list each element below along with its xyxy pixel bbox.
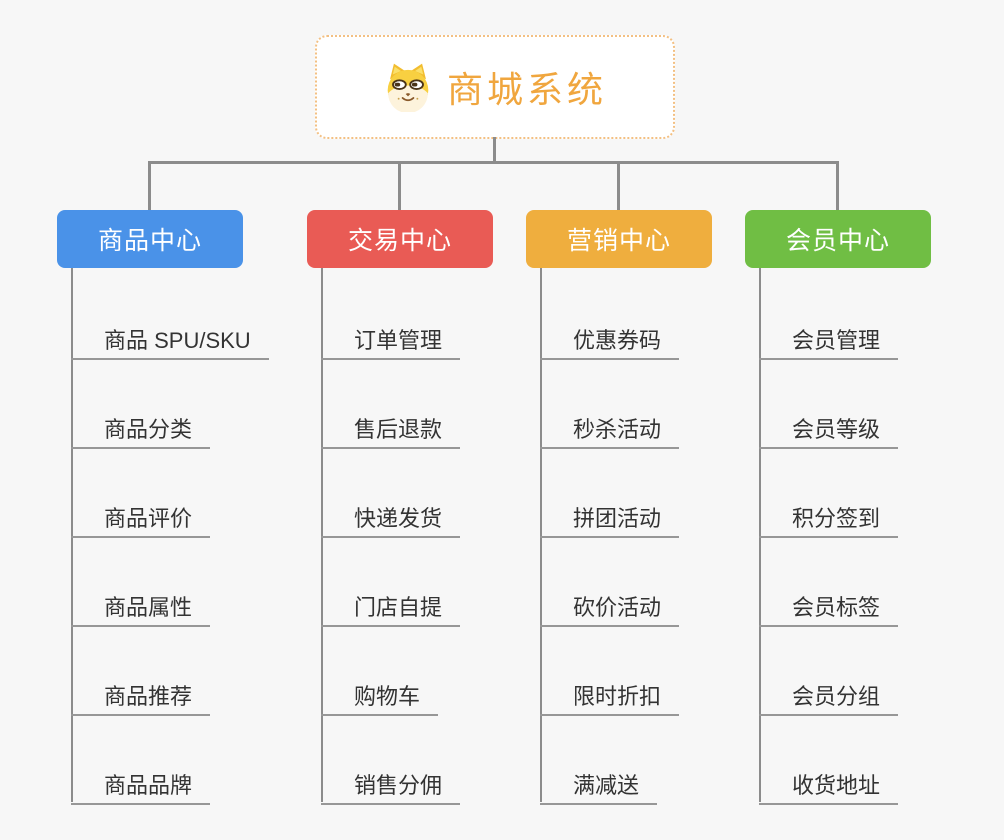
child-item[interactable]: 订单管理 [321,315,461,360]
child-item[interactable]: 会员标签 [759,582,899,627]
branch-column-marketing: 营销中心 优惠券码 秒杀活动 拼团活动 砍价活动 限时折扣 满减送 [526,0,800,840]
branch-node-marketing[interactable]: 营销中心 [526,210,712,268]
child-item[interactable]: 门店自提 [321,582,461,627]
child-item[interactable]: 商品 SPU/SKU [71,315,269,360]
branch-label: 商品中心 [97,227,202,255]
connector-trunk-4 [759,268,761,802]
child-item[interactable]: 拼团活动 [540,493,680,538]
branch-node-members[interactable]: 会员中心 [745,210,931,268]
child-item[interactable]: 商品品牌 [71,760,211,805]
child-item[interactable]: 销售分佣 [321,760,461,805]
child-item[interactable]: 满减送 [540,760,658,805]
child-item[interactable]: 快递发货 [321,493,461,538]
branch-node-products[interactable]: 商品中心 [57,210,243,268]
branch-column-members: 会员中心 会员管理 会员等级 积分签到 会员标签 会员分组 收货地址 [745,0,1004,840]
branch-label: 会员中心 [785,227,890,255]
doge-icon [387,63,429,112]
root-title: 商城系统 [446,69,607,110]
root-node[interactable]: 商城系统 [315,35,675,139]
connector-rail [149,161,839,164]
child-item[interactable]: 商品评价 [71,493,211,538]
child-item[interactable]: 收货地址 [759,760,899,805]
child-item[interactable]: 限时折扣 [540,671,680,716]
child-item[interactable]: 商品推荐 [71,671,211,716]
child-item[interactable]: 商品分类 [71,404,211,449]
branch-label: 营销中心 [566,227,671,255]
child-item[interactable]: 会员等级 [759,404,899,449]
connector-root-stub [493,137,496,163]
child-item[interactable]: 商品属性 [71,582,211,627]
branch-label: 交易中心 [347,227,452,255]
branch-column-trade: 交易中心 订单管理 售后退款 快递发货 门店自提 购物车 销售分佣 [307,0,581,840]
connector-trunk-3 [540,268,542,802]
child-item[interactable]: 积分签到 [759,493,899,538]
connector-trunk-2 [321,268,323,802]
connector-stub-4 [836,161,839,210]
connector-trunk-1 [71,268,73,802]
child-item[interactable]: 购物车 [321,671,439,716]
branch-node-trade[interactable]: 交易中心 [307,210,493,268]
child-item[interactable]: 优惠券码 [540,315,680,360]
child-item[interactable]: 售后退款 [321,404,461,449]
child-item[interactable]: 秒杀活动 [540,404,680,449]
child-item[interactable]: 砍价活动 [540,582,680,627]
child-item[interactable]: 会员分组 [759,671,899,716]
child-item[interactable]: 会员管理 [759,315,899,360]
connector-stub-3 [617,161,620,210]
connector-stub-1 [148,161,151,210]
connector-stub-2 [398,161,401,210]
branch-column-products: 商品中心 商品 SPU/SKU 商品分类 商品评价 商品属性 商品推荐 商品品牌 [57,0,331,840]
